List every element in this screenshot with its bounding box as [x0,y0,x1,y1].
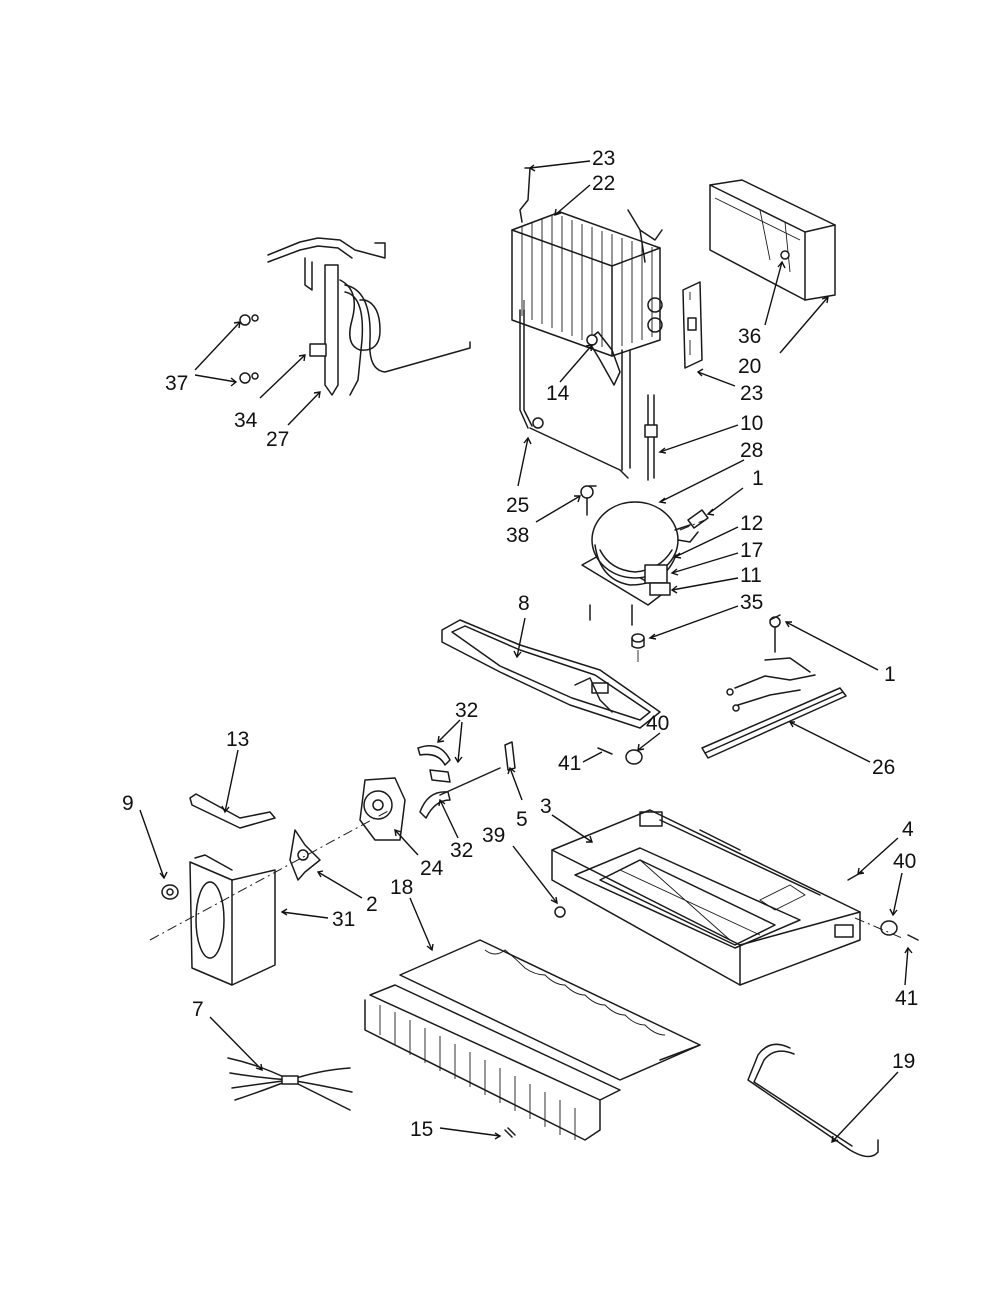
condenser-fan-shroud [189,854,276,986]
callout-22: 22 [592,172,615,195]
condenser-fan-blade [289,829,321,881]
callout-24: 24 [420,857,444,880]
wire-harness [227,1057,353,1111]
callout-leaders [139,160,913,1144]
callout-2: 2 [366,893,378,916]
callout-8: 8 [518,592,530,615]
condensate-tray [441,619,661,729]
callout-25: 25 [506,494,529,517]
callout-32-bottom: 32 [450,839,473,862]
defrost-thermostat [586,331,621,386]
callout-37: 37 [165,372,188,395]
callout-23-right: 23 [740,382,763,405]
callout-11: 11 [740,564,762,587]
callout-10: 10 [740,412,763,435]
callout-3: 3 [540,795,552,818]
air-baffle [189,793,276,829]
callout-36: 36 [738,325,761,348]
drier-tubing-assembly [239,237,471,396]
callout-12: 12 [740,512,763,535]
callout-20: 20 [738,355,761,378]
callout-labels: 23 22 37 34 27 36 20 14 23 10 28 25 38 1… [122,147,918,1141]
power-cord-assembly [701,616,847,759]
callout-34: 34 [234,409,258,432]
evaporator-cover [709,179,836,301]
callout-1-right: 1 [884,663,896,686]
alignment-axis-lines [149,300,903,941]
callout-39: 39 [482,824,505,847]
callout-28: 28 [740,439,763,462]
compressor [580,485,709,626]
callout-14: 14 [546,382,570,405]
callout-41-bottom: 41 [895,987,918,1010]
compressor-base-plate [551,809,861,986]
callout-35: 35 [740,591,763,614]
callout-41-top: 41 [558,752,581,775]
motor-mounts [417,741,516,819]
evaporator-coil [511,167,663,357]
callout-4: 4 [902,818,914,841]
callout-9: 9 [122,792,134,815]
drain-heater-bracket [682,281,703,369]
callout-13: 13 [226,728,249,751]
callout-17: 17 [740,539,763,562]
condenser-tube [747,1043,879,1158]
callout-15: 15 [410,1118,433,1141]
grommet-9 [161,884,179,900]
callout-40-bottom: 40 [893,850,916,873]
callout-5: 5 [516,808,528,831]
grommets-40 [625,749,898,936]
callout-26: 26 [872,756,895,779]
callout-27: 27 [266,428,289,451]
callout-40-top: 40 [646,712,669,735]
callout-18: 18 [390,876,413,899]
callout-38: 38 [506,524,529,547]
condenser-coil [364,939,701,1141]
grommet [631,633,645,662]
condenser-fan-motor [359,777,406,841]
callout-1-top: 1 [752,467,764,490]
callout-32-top: 32 [455,699,478,722]
callout-7: 7 [192,998,204,1021]
callout-23-top: 23 [592,147,615,170]
callout-31: 31 [332,908,355,931]
callout-19: 19 [892,1050,915,1073]
tubing-lines [519,309,658,481]
